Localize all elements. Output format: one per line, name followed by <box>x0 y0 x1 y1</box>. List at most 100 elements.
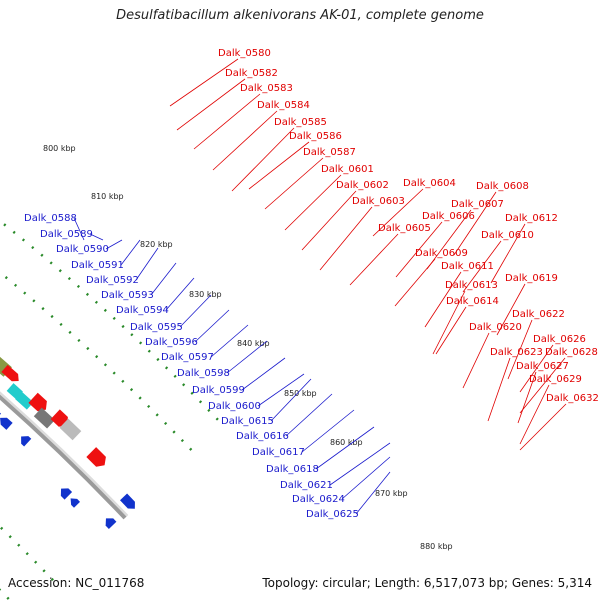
reverse-gene-101 <box>70 498 81 508</box>
reverse-gene-label: Dalk_0597 <box>161 352 214 363</box>
reverse-gene-95 <box>21 436 32 447</box>
reverse-leader-line <box>355 471 391 515</box>
reverse-gene-label: Dalk_0592 <box>86 275 139 286</box>
reverse-leader-line <box>120 239 141 266</box>
forward-gene-label: Dalk_0584 <box>257 100 310 111</box>
forward-leader-line <box>193 93 261 150</box>
forward-gene-label: Dalk_0603 <box>352 196 405 207</box>
dotted-track-4 <box>0 588 12 600</box>
reverse-leader-line <box>226 340 268 374</box>
forward-leader-line <box>424 271 462 328</box>
forward-gene-100 <box>86 447 106 467</box>
forward-leader-line <box>372 188 424 237</box>
forward-gene-label: Dalk_0582 <box>225 68 278 79</box>
forward-gene-94 <box>28 392 47 412</box>
forward-gene-label: Dalk_0628 <box>545 347 598 358</box>
dotted-track-1 <box>0 270 195 454</box>
genome-title: Desulfatibacillum alkenivorans AK-01, co… <box>116 8 484 23</box>
dotted-track-2 <box>0 219 224 426</box>
reverse-gene-label: Dalk_0624 <box>292 494 345 505</box>
forward-leader-line <box>248 141 310 190</box>
reverse-gene-label: Dalk_0616 <box>236 431 289 442</box>
reverse-leader-line <box>315 426 375 470</box>
forward-leader-line <box>519 344 554 393</box>
reverse-leader-line <box>241 357 286 391</box>
dotted-track-3 <box>0 525 58 585</box>
forward-leader-line <box>519 357 566 414</box>
forward-gene-96 <box>50 409 68 427</box>
forward-gene-label: Dalk_0629 <box>529 374 582 385</box>
forward-gene-label: Dalk_0602 <box>336 180 389 191</box>
reverse-leader-line <box>329 442 391 486</box>
reverse-leader-line <box>210 324 249 358</box>
reverse-gene-label: Dalk_0625 <box>306 509 359 520</box>
forward-gene-label: Dalk_0611 <box>441 261 494 272</box>
forward-leader-line <box>301 190 357 251</box>
reverse-leader-line <box>341 456 391 500</box>
reverse-leader-line <box>135 247 159 281</box>
forward-gene-95 <box>33 407 55 429</box>
feature-tracks <box>0 219 224 600</box>
tick-label: 800 kbp <box>43 144 76 153</box>
forward-leader-line <box>264 157 324 210</box>
reverse-gene-label: Dalk_0618 <box>266 464 319 475</box>
forward-gene-label: Dalk_0614 <box>446 296 499 307</box>
reverse-gene-label: Dalk_0593 <box>101 290 154 301</box>
reverse-leader-line <box>285 393 333 437</box>
forward-leader-line <box>490 223 526 284</box>
reverse-leader-line <box>257 373 305 407</box>
forward-gene-label: Dalk_0587 <box>303 147 356 158</box>
forward-gene-label: Dalk_0632 <box>546 393 599 404</box>
forward-gene-label: Dalk_0580 <box>218 48 271 59</box>
tick-label: 820 kbp <box>140 240 173 249</box>
forward-leader-line <box>231 127 295 192</box>
forward-gene-label: Dalk_0627 <box>516 361 569 372</box>
forward-leader-line <box>169 58 239 107</box>
reverse-gene-label: Dalk_0615 <box>221 416 274 427</box>
reverse-leader-line <box>301 409 355 453</box>
reverse-gene-label: Dalk_0599 <box>192 385 245 396</box>
forward-leader-line <box>519 384 550 445</box>
forward-gene-label: Dalk_0610 <box>481 230 534 241</box>
reverse-leader-line <box>89 233 104 241</box>
forward-leader-line <box>212 110 278 171</box>
reverse-leader-line <box>150 262 177 296</box>
forward-leader-line <box>435 306 467 355</box>
forward-gene-label: Dalk_0609 <box>415 248 468 259</box>
reverse-leader-line <box>105 239 123 250</box>
tick-label: 880 kbp <box>420 542 453 551</box>
reverse-gene-label: Dalk_0589 <box>40 229 93 240</box>
reverse-gene-104 <box>105 518 117 530</box>
tick-label: 850 kbp <box>284 389 317 398</box>
tick-label: 870 kbp <box>375 489 408 498</box>
forward-gene-label: Dalk_0585 <box>274 117 327 128</box>
forward-leader-line <box>519 403 567 451</box>
forward-gene-label: Dalk_0626 <box>533 334 586 345</box>
reverse-gene-label: Dalk_0617 <box>252 447 305 458</box>
tick-label: 860 kbp <box>330 438 363 447</box>
reverse-gene-label: Dalk_0598 <box>177 368 230 379</box>
tick-label: 830 kbp <box>189 290 222 299</box>
reverse-gene-label: Dalk_0591 <box>71 260 124 271</box>
reverse-gene-label: Dalk_0594 <box>116 305 169 316</box>
accession-text: Accession: NC_011768 <box>8 576 145 590</box>
forward-gene-label: Dalk_0607 <box>451 199 504 210</box>
forward-leader-line <box>319 206 373 271</box>
tick-label: 810 kbp <box>91 192 124 201</box>
forward-gene-label: Dalk_0605 <box>378 223 431 234</box>
reverse-gene-label: Dalk_0596 <box>145 337 198 348</box>
forward-leader-line <box>395 221 443 278</box>
reverse-leader-line <box>270 378 312 422</box>
reverse-gene-label: Dalk_0621 <box>280 480 333 491</box>
forward-gene-93 <box>15 391 34 410</box>
forward-gene-91 <box>1 364 19 382</box>
forward-gene-104 <box>120 493 135 509</box>
genome-backbone-shade <box>0 391 129 518</box>
reverse-gene-100 <box>60 488 73 500</box>
reverse-gene-label: Dalk_0590 <box>56 244 109 255</box>
forward-gene-label: Dalk_0604 <box>403 178 456 189</box>
forward-gene-label: Dalk_0623 <box>490 347 543 358</box>
reverse-gene-label: Dalk_0588 <box>24 213 77 224</box>
